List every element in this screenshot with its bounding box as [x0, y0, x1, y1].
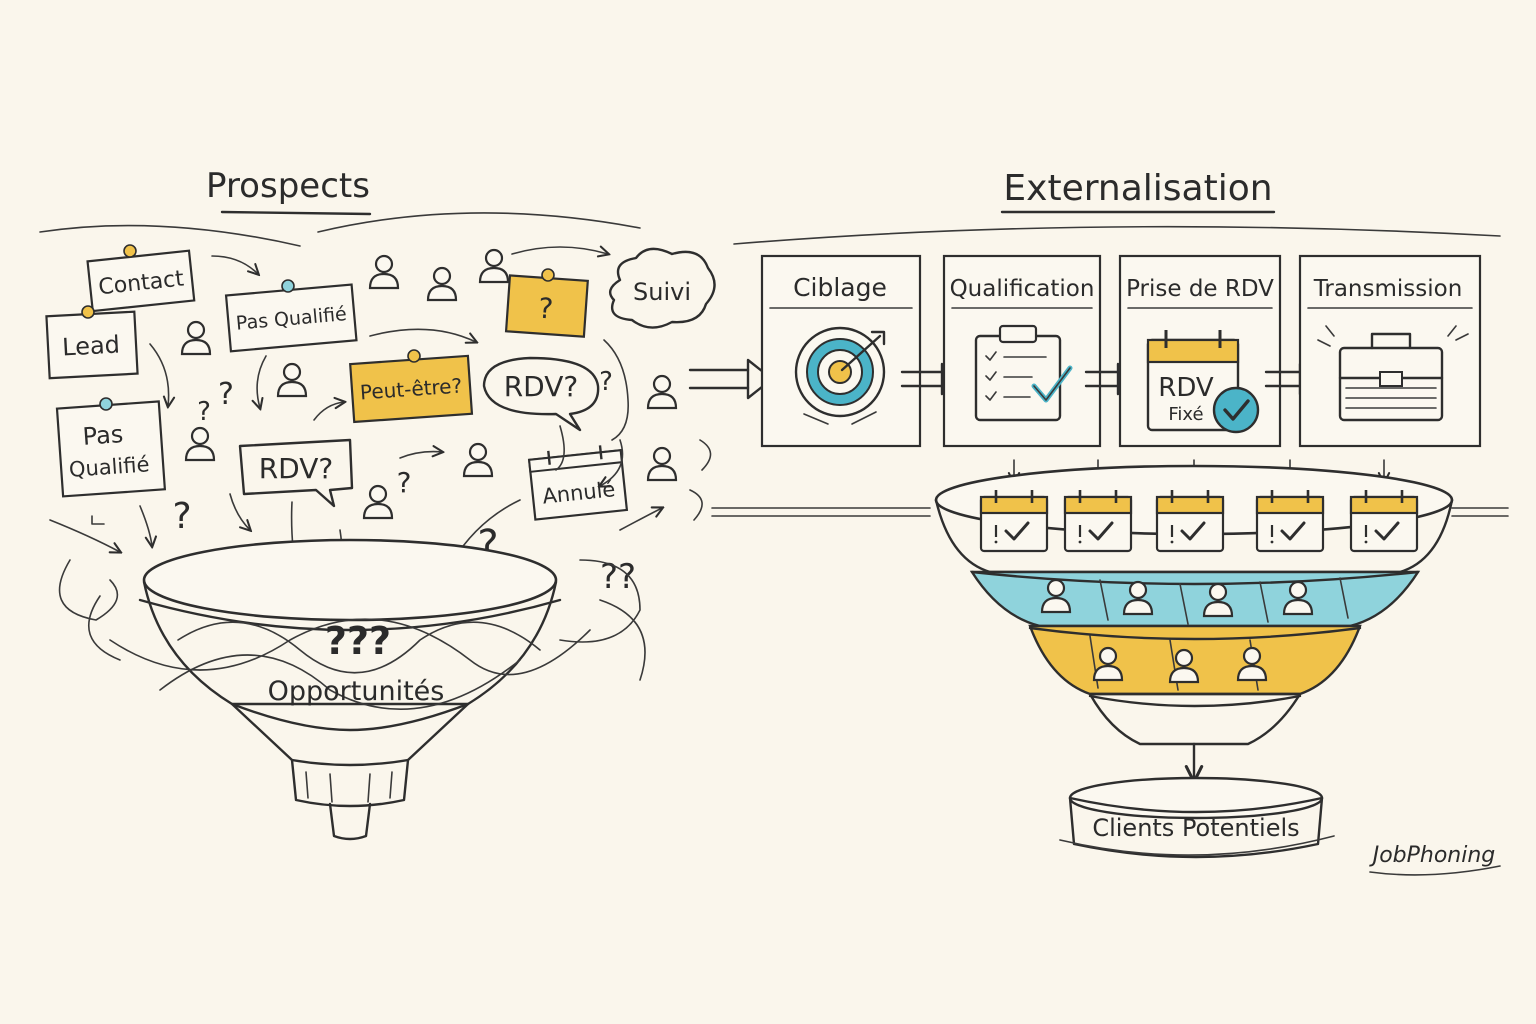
prospects-title: Prospects [206, 166, 370, 206]
step-arrow [1084, 370, 1120, 388]
clients-funnel [934, 464, 1454, 780]
question-mark-2: ? [197, 397, 211, 427]
target-icon [794, 326, 886, 425]
note-question-label: ? [537, 292, 554, 326]
chaotic-arrows [49, 247, 712, 681]
prospects-section: Prospects Contact Lead Pas Qualifié Pas … [39, 166, 716, 841]
connector-arrow [688, 358, 1509, 517]
funnel-question-marks: ??? [325, 619, 391, 663]
note-peut-etre: Peut-être? [349, 354, 474, 424]
question-mark-4: ? [172, 496, 191, 537]
pin-icon [407, 349, 421, 363]
bubble-rdv-1-label: RDV? [504, 370, 579, 403]
step-arrow [900, 370, 944, 388]
externalisation-section: Externalisation Ciblage Qualificatio [733, 168, 1501, 859]
bubble-suivi: Suivi [608, 247, 716, 329]
prospects-title-underline [220, 210, 372, 216]
pin-icon [123, 244, 137, 258]
externalisation-swoosh [733, 225, 1501, 245]
note-pas-qualifie-2: Pas Qualifié [55, 400, 167, 498]
pin-icon [281, 279, 295, 293]
brand-text: JobPhoning [1369, 843, 1496, 868]
funnel-label: Opportunités [268, 676, 445, 707]
calendar-rdv-text: RDV [1158, 373, 1214, 403]
question-mark-3: ? [397, 466, 412, 499]
opportunities-funnel: ??? Opportunités [109, 538, 591, 841]
bubble-rdv-2: RDV? [238, 438, 354, 508]
step-prise-de-rdv-label: Prise de RDV [1126, 276, 1274, 302]
step-transmission: Transmission [1298, 254, 1482, 448]
calendar-check-icon: RDV Fixé [1146, 330, 1260, 434]
note-question: ? [504, 274, 589, 338]
pin-icon [81, 305, 95, 319]
step-qualification-label: Qualification [950, 276, 1095, 302]
note-pas-qualifie: Pas Qualifié [224, 283, 358, 353]
step-ciblage-label: Ciblage [793, 273, 887, 302]
note-lead-label: Lead [62, 331, 121, 362]
briefcase-icon [1317, 325, 1469, 422]
note-annule: Annulé [527, 445, 629, 521]
question-mark-6: ? [599, 367, 613, 397]
step-qualification: Qualification [942, 254, 1102, 448]
bubble-suivi-label: Suivi [633, 278, 691, 306]
bubble-rdv-2-label: RDV? [259, 452, 334, 485]
note-lead: Lead [45, 310, 139, 380]
pin-icon [99, 397, 113, 411]
step-prise-de-rdv: Prise de RDV RDV Fixé [1118, 254, 1282, 448]
note-pas-qualifie-2-line2: Qualifié [68, 452, 150, 482]
clipboard-checklist-icon [974, 324, 1073, 422]
step-transmission-label: Transmission [1313, 276, 1463, 302]
clients-result: Clients Potentiels [1059, 776, 1335, 859]
calendar-fixe-text: Fixé [1168, 404, 1203, 425]
pin-icon [541, 268, 555, 282]
step-ciblage: Ciblage [760, 254, 922, 448]
bubble-rdv-1: RDV? [482, 356, 600, 432]
question-mark-1: ? [218, 377, 234, 412]
clients-result-label: Clients Potentiels [1092, 814, 1299, 842]
step-arrow [1264, 370, 1302, 388]
jobphoning-logo: JobPhoning [1369, 843, 1501, 876]
note-pas-qualifie-2-line1: Pas [82, 420, 124, 451]
note-contact: Contact [86, 249, 196, 313]
prospects-swoosh [39, 212, 641, 247]
externalisation-title: Externalisation [1003, 168, 1272, 209]
